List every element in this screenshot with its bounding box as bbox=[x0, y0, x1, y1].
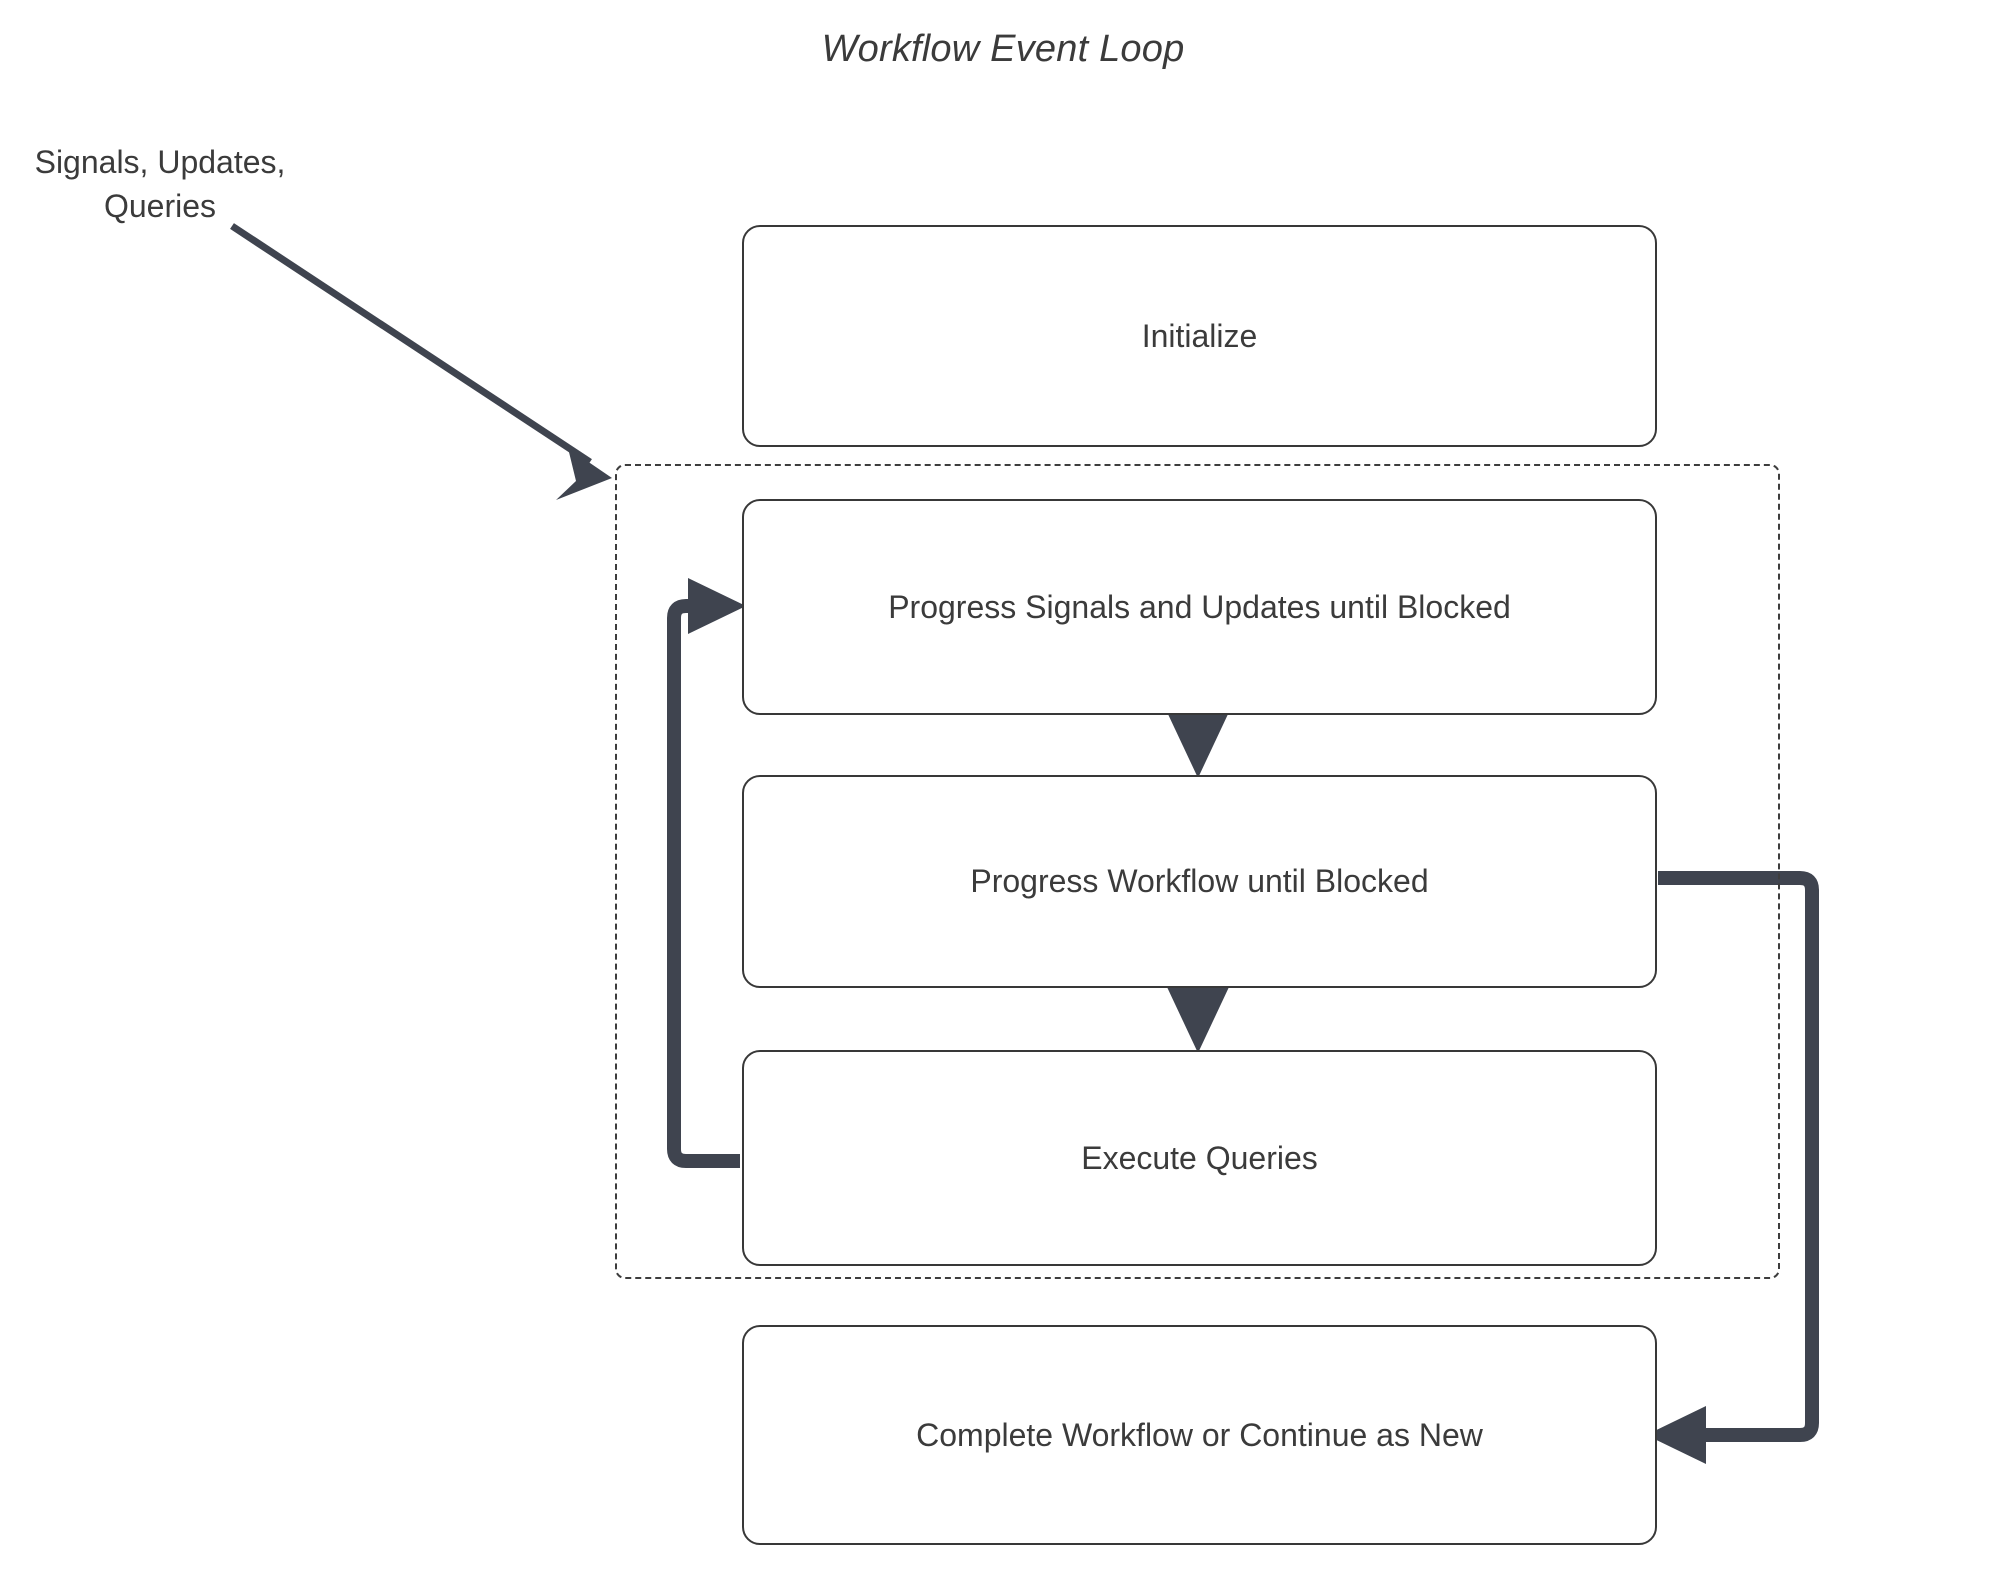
node-initialize-label: Initialize bbox=[1141, 317, 1258, 354]
external-input-label: Signals, Updates, Queries bbox=[34, 144, 286, 224]
node-progress-signals[interactable]: Progress Signals and Updates until Block… bbox=[742, 499, 1657, 715]
edge-external-input-to-group bbox=[230, 223, 612, 500]
node-execute-queries[interactable]: Execute Queries bbox=[742, 1050, 1657, 1266]
node-progress-workflow[interactable]: Progress Workflow until Blocked bbox=[742, 775, 1657, 988]
event-loop-group bbox=[615, 464, 1780, 1279]
node-progress-workflow-label: Progress Workflow until Blocked bbox=[970, 863, 1429, 899]
node-complete-workflow[interactable]: Complete Workflow or Continue as New bbox=[742, 1325, 1657, 1545]
edge-progress-signals-to-progress-workflow bbox=[1167, 712, 1229, 778]
edge-progress-workflow-to-complete-workflow bbox=[1646, 871, 1819, 1464]
node-progress-signals-label: Progress Signals and Updates until Block… bbox=[888, 588, 1511, 625]
node-complete-workflow-label: Complete Workflow or Continue as New bbox=[916, 1416, 1483, 1453]
node-initialize[interactable]: Initialize bbox=[742, 225, 1657, 447]
edge-progress-workflow-to-execute-queries bbox=[1167, 987, 1229, 1053]
edge-execute-queries-to-progress-signals bbox=[667, 578, 746, 1168]
node-execute-queries-label: Execute Queries bbox=[1081, 1139, 1318, 1176]
page-title: Workflow Event Loop bbox=[821, 28, 1185, 70]
